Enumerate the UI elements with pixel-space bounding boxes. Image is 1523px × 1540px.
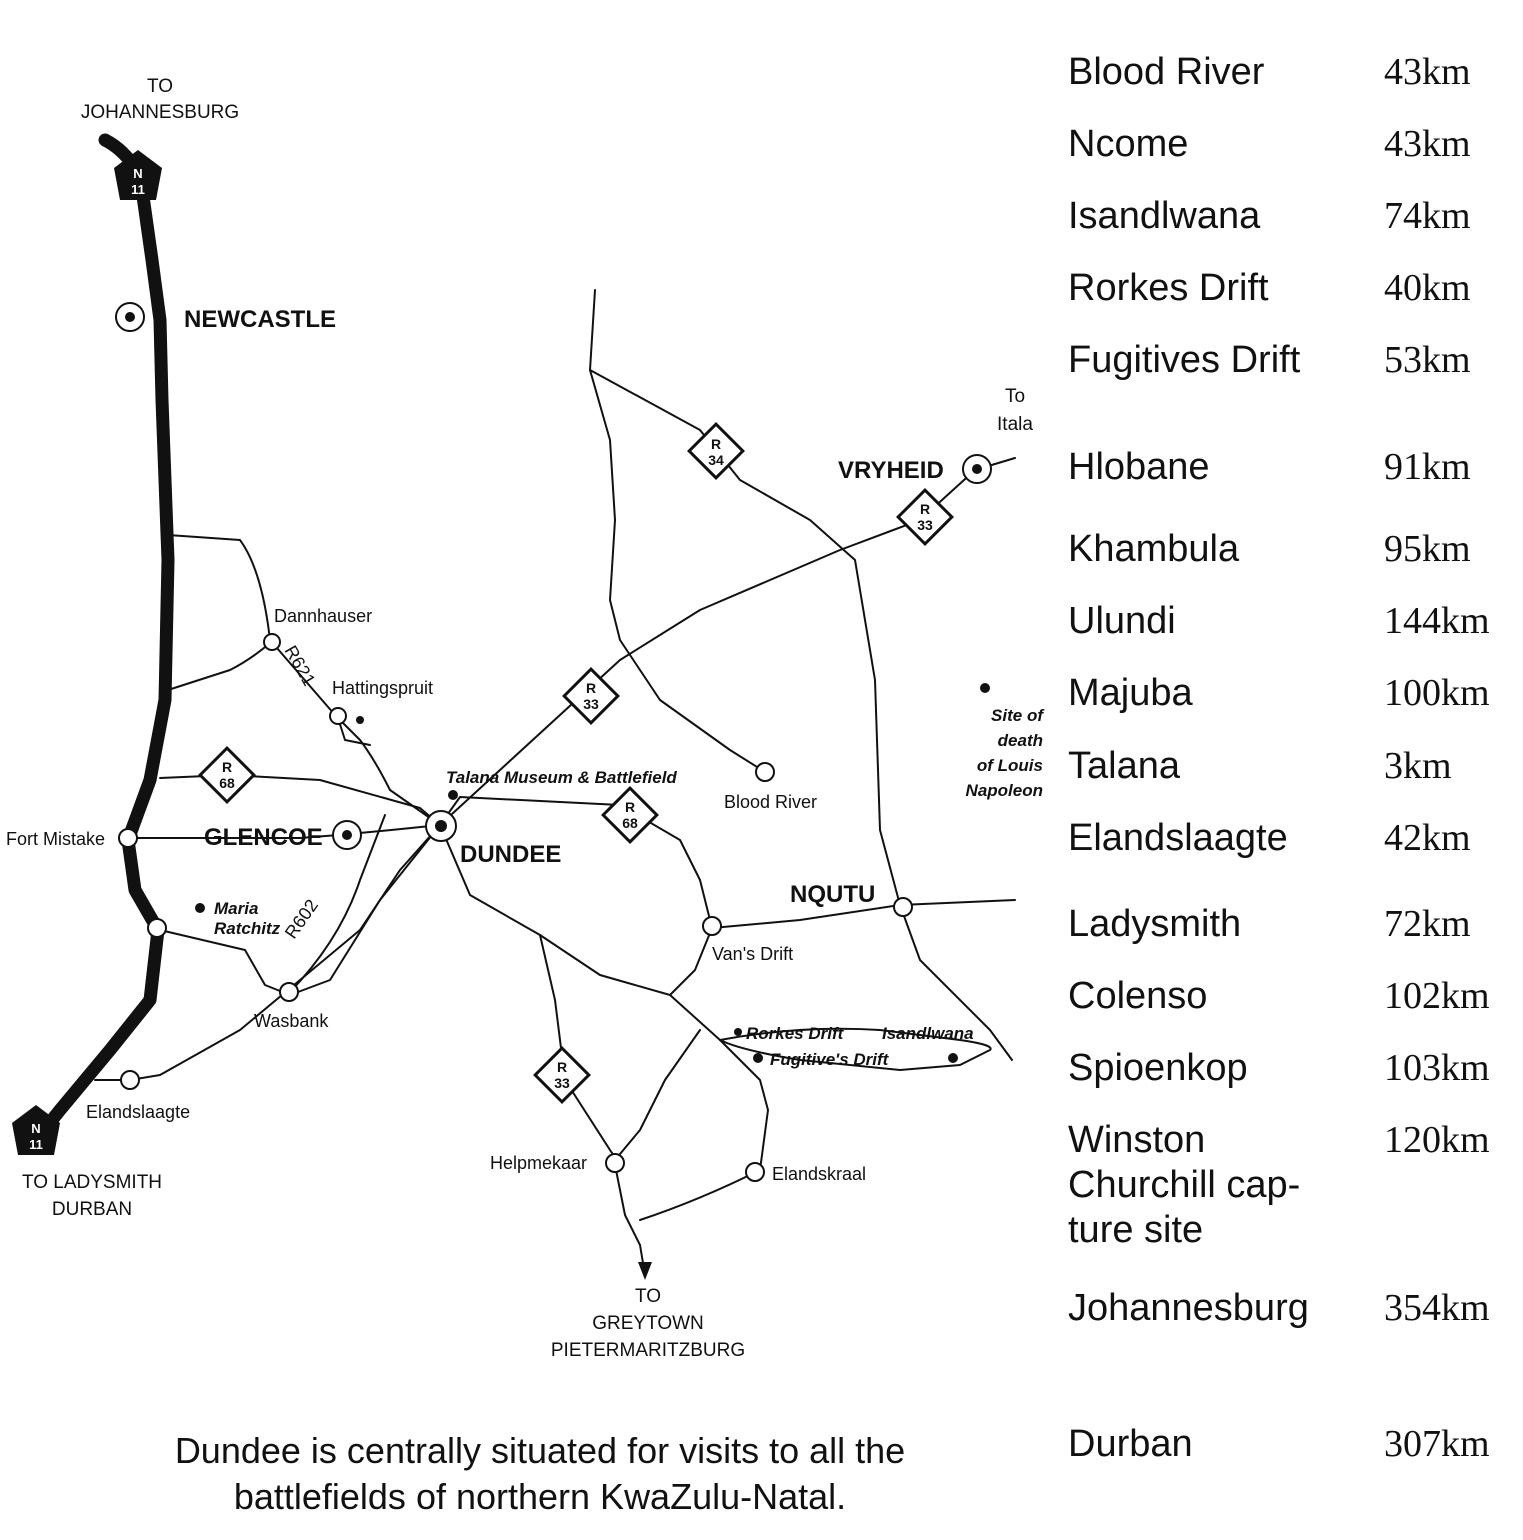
r68-shield-west: R 68 (198, 746, 256, 804)
label-fugitives-drift: Fugitive's Drift (770, 1050, 890, 1069)
label-r602: R602 (281, 896, 322, 943)
svg-text:11: 11 (131, 182, 145, 197)
label-fort-mistake: Fort Mistake (6, 829, 105, 849)
label-helpmekaar: Helpmekaar (490, 1153, 587, 1173)
svg-text:R: R (711, 436, 721, 452)
label-site-of: Site of (991, 706, 1045, 725)
label-rorkes-drift: Rorkes Drift (746, 1024, 845, 1043)
label-to-johannesburg: TO (147, 76, 173, 97)
r33-shield-mid: R 33 (562, 667, 620, 725)
svg-text:68: 68 (622, 815, 638, 831)
label-durban: DURBAN (52, 1199, 132, 1220)
n11-shield-bottom: N 11 (12, 1105, 60, 1155)
svg-text:N: N (31, 1121, 40, 1136)
svg-text:R: R (625, 799, 635, 815)
label-itala: Itala (997, 414, 1033, 435)
label-maria: Maria (214, 899, 258, 918)
town-markers (115, 302, 992, 1182)
svg-text:11: 11 (29, 1137, 43, 1152)
svg-text:33: 33 (583, 696, 599, 712)
label-nqutu: NQUTU (790, 881, 875, 908)
label-johannesburg: JOHANNESBURG (81, 102, 239, 123)
svg-text:R: R (557, 1059, 567, 1075)
r33-shield-south: R 33 (533, 1046, 591, 1104)
label-pietermaritzburg: PIETERMARITZBURG (551, 1340, 745, 1361)
label-to-ladysmith: TO LADYSMITH (22, 1172, 162, 1193)
label-of-louis: of Louis (977, 756, 1043, 775)
road-map: 11 N N 11 R 34 R 33 R 33 R 68 R 68 R 33 … (6, 76, 1045, 1361)
svg-text:R: R (920, 501, 930, 517)
svg-text:34: 34 (708, 452, 724, 468)
svg-text:N: N (133, 166, 142, 181)
n11-highway (33, 133, 175, 1142)
label-elandslaagte: Elandslaagte (86, 1102, 190, 1122)
label-isandlwana: Isandlwana (882, 1024, 974, 1043)
svg-text:33: 33 (917, 517, 933, 533)
label-wasbank: Wasbank (254, 1011, 329, 1031)
svg-text:68: 68 (219, 775, 235, 791)
r68-shield-east: R 68 (601, 786, 659, 844)
label-vans-drift: Van's Drift (712, 944, 793, 964)
svg-text:33: 33 (554, 1075, 570, 1091)
label-napoleon: Napoleon (966, 781, 1043, 800)
label-to: To (1005, 386, 1025, 407)
n11-shield-top: 11 N (114, 150, 162, 200)
label-greytown: GREYTOWN (592, 1313, 704, 1334)
label-newcastle: NEWCASTLE (184, 306, 336, 333)
label-hattingspruit: Hattingspruit (332, 678, 433, 698)
label-death: death (998, 731, 1043, 750)
svg-text:R: R (222, 759, 232, 775)
label-dannhauser: Dannhauser (274, 606, 372, 626)
r33-shield-vryheid: R 33 (896, 488, 954, 546)
label-blood-river: Blood River (724, 792, 817, 812)
arrow-south-icon (638, 1262, 652, 1280)
label-dundee: DUNDEE (460, 841, 561, 868)
r34-shield: R 34 (687, 422, 745, 480)
label-to-greytown: TO (635, 1286, 661, 1307)
label-vryheid: VRYHEID (838, 457, 944, 484)
label-glencoe: GLENCOE (204, 824, 323, 851)
label-talana-museum: Talana Museum & Battlefield (446, 768, 677, 787)
label-elandskraal: Elandskraal (772, 1164, 866, 1184)
label-ratchitz: Ratchitz (214, 919, 281, 938)
map-caption: Dundee is centrally situated for visits … (174, 1430, 906, 1517)
svg-text:R: R (586, 680, 596, 696)
label-r621: R621 (281, 642, 320, 689)
